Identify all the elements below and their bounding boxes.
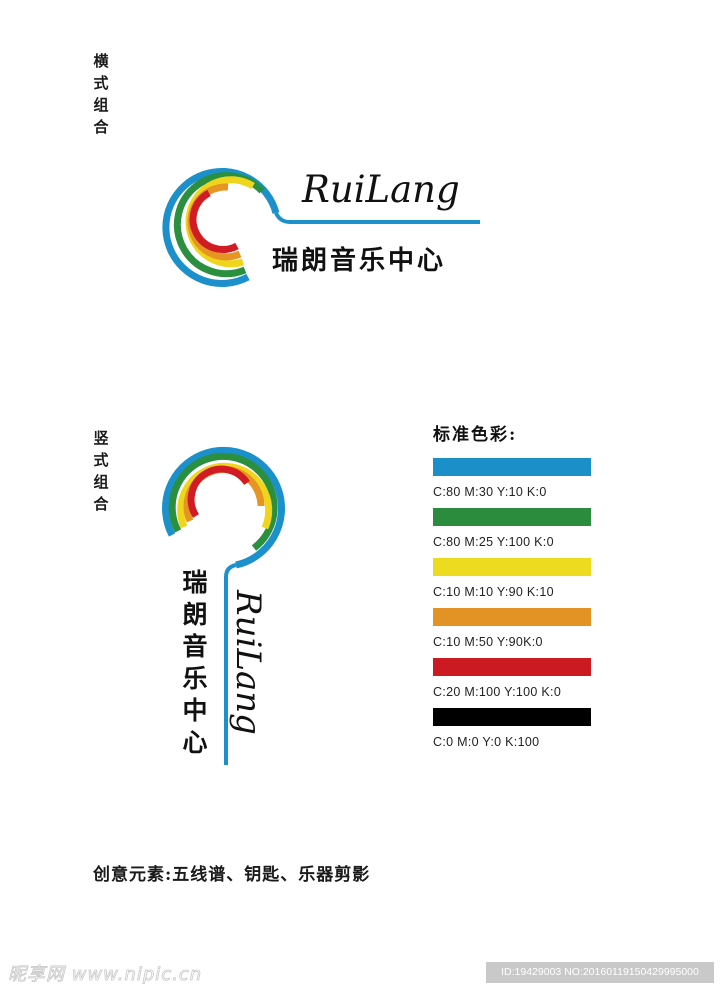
- v-staff-line: [224, 563, 237, 765]
- vchar-4: 乐: [182, 664, 208, 693]
- vertical-logo-chinese-name: 瑞 朗 音 乐 中 心: [178, 567, 212, 759]
- swatch-red-label: C:20 M:100 Y:100 K:0: [433, 685, 562, 699]
- vertical-combination-label: 竖式组合: [91, 427, 111, 515]
- swatch-yellow: [433, 558, 591, 576]
- creative-elements-note: 创意元素:五线谱、钥匙、乐器剪影: [93, 865, 371, 885]
- v-ring-green: [168, 452, 278, 551]
- swatch-green: [433, 508, 591, 526]
- horizontal-logo-chinese-name: 瑞朗音乐中心: [272, 246, 447, 276]
- swatch-black-label: C:0 M:0 Y:0 K:100: [433, 735, 540, 749]
- swatch-green-label: C:80 M:25 Y:100 K:0: [433, 535, 554, 549]
- vchar-3: 音: [182, 632, 208, 661]
- vertical-logo-latin-name: RuiLang: [228, 590, 268, 735]
- vchar-5: 中: [182, 696, 208, 725]
- vertical-label-text: 竖式组合: [93, 429, 109, 513]
- staff-line: [274, 212, 480, 224]
- v-ring-red: [187, 465, 250, 518]
- horizontal-label-text: 横式组合: [93, 52, 109, 136]
- swatch-yellow-label: C:10 M:10 Y:90 K:10: [433, 585, 554, 599]
- site-watermark: 昵享网 www.nipic.cn: [8, 964, 203, 986]
- standard-colors-title: 标准色彩:: [433, 425, 518, 445]
- horizontal-logo-latin-name: RuiLang: [302, 168, 460, 211]
- vchar-2: 朗: [182, 600, 208, 629]
- swatch-orange-label: C:10 M:50 Y:90K:0: [433, 635, 543, 649]
- v-ring-blue: [162, 446, 285, 569]
- swatch-red: [433, 658, 591, 676]
- horizontal-combination-label: 横式组合: [91, 50, 111, 138]
- swatch-blue-label: C:80 M:30 Y:10 K:0: [433, 485, 547, 499]
- swatch-orange: [433, 608, 591, 626]
- ring-red: [189, 189, 239, 253]
- swatch-blue: [433, 458, 591, 476]
- vchar-6: 心: [182, 728, 208, 757]
- image-id-watermark: ID:19429003 NO:20160119150429995000: [486, 962, 714, 983]
- swatch-black: [433, 708, 591, 726]
- vchar-1: 瑞: [182, 568, 208, 597]
